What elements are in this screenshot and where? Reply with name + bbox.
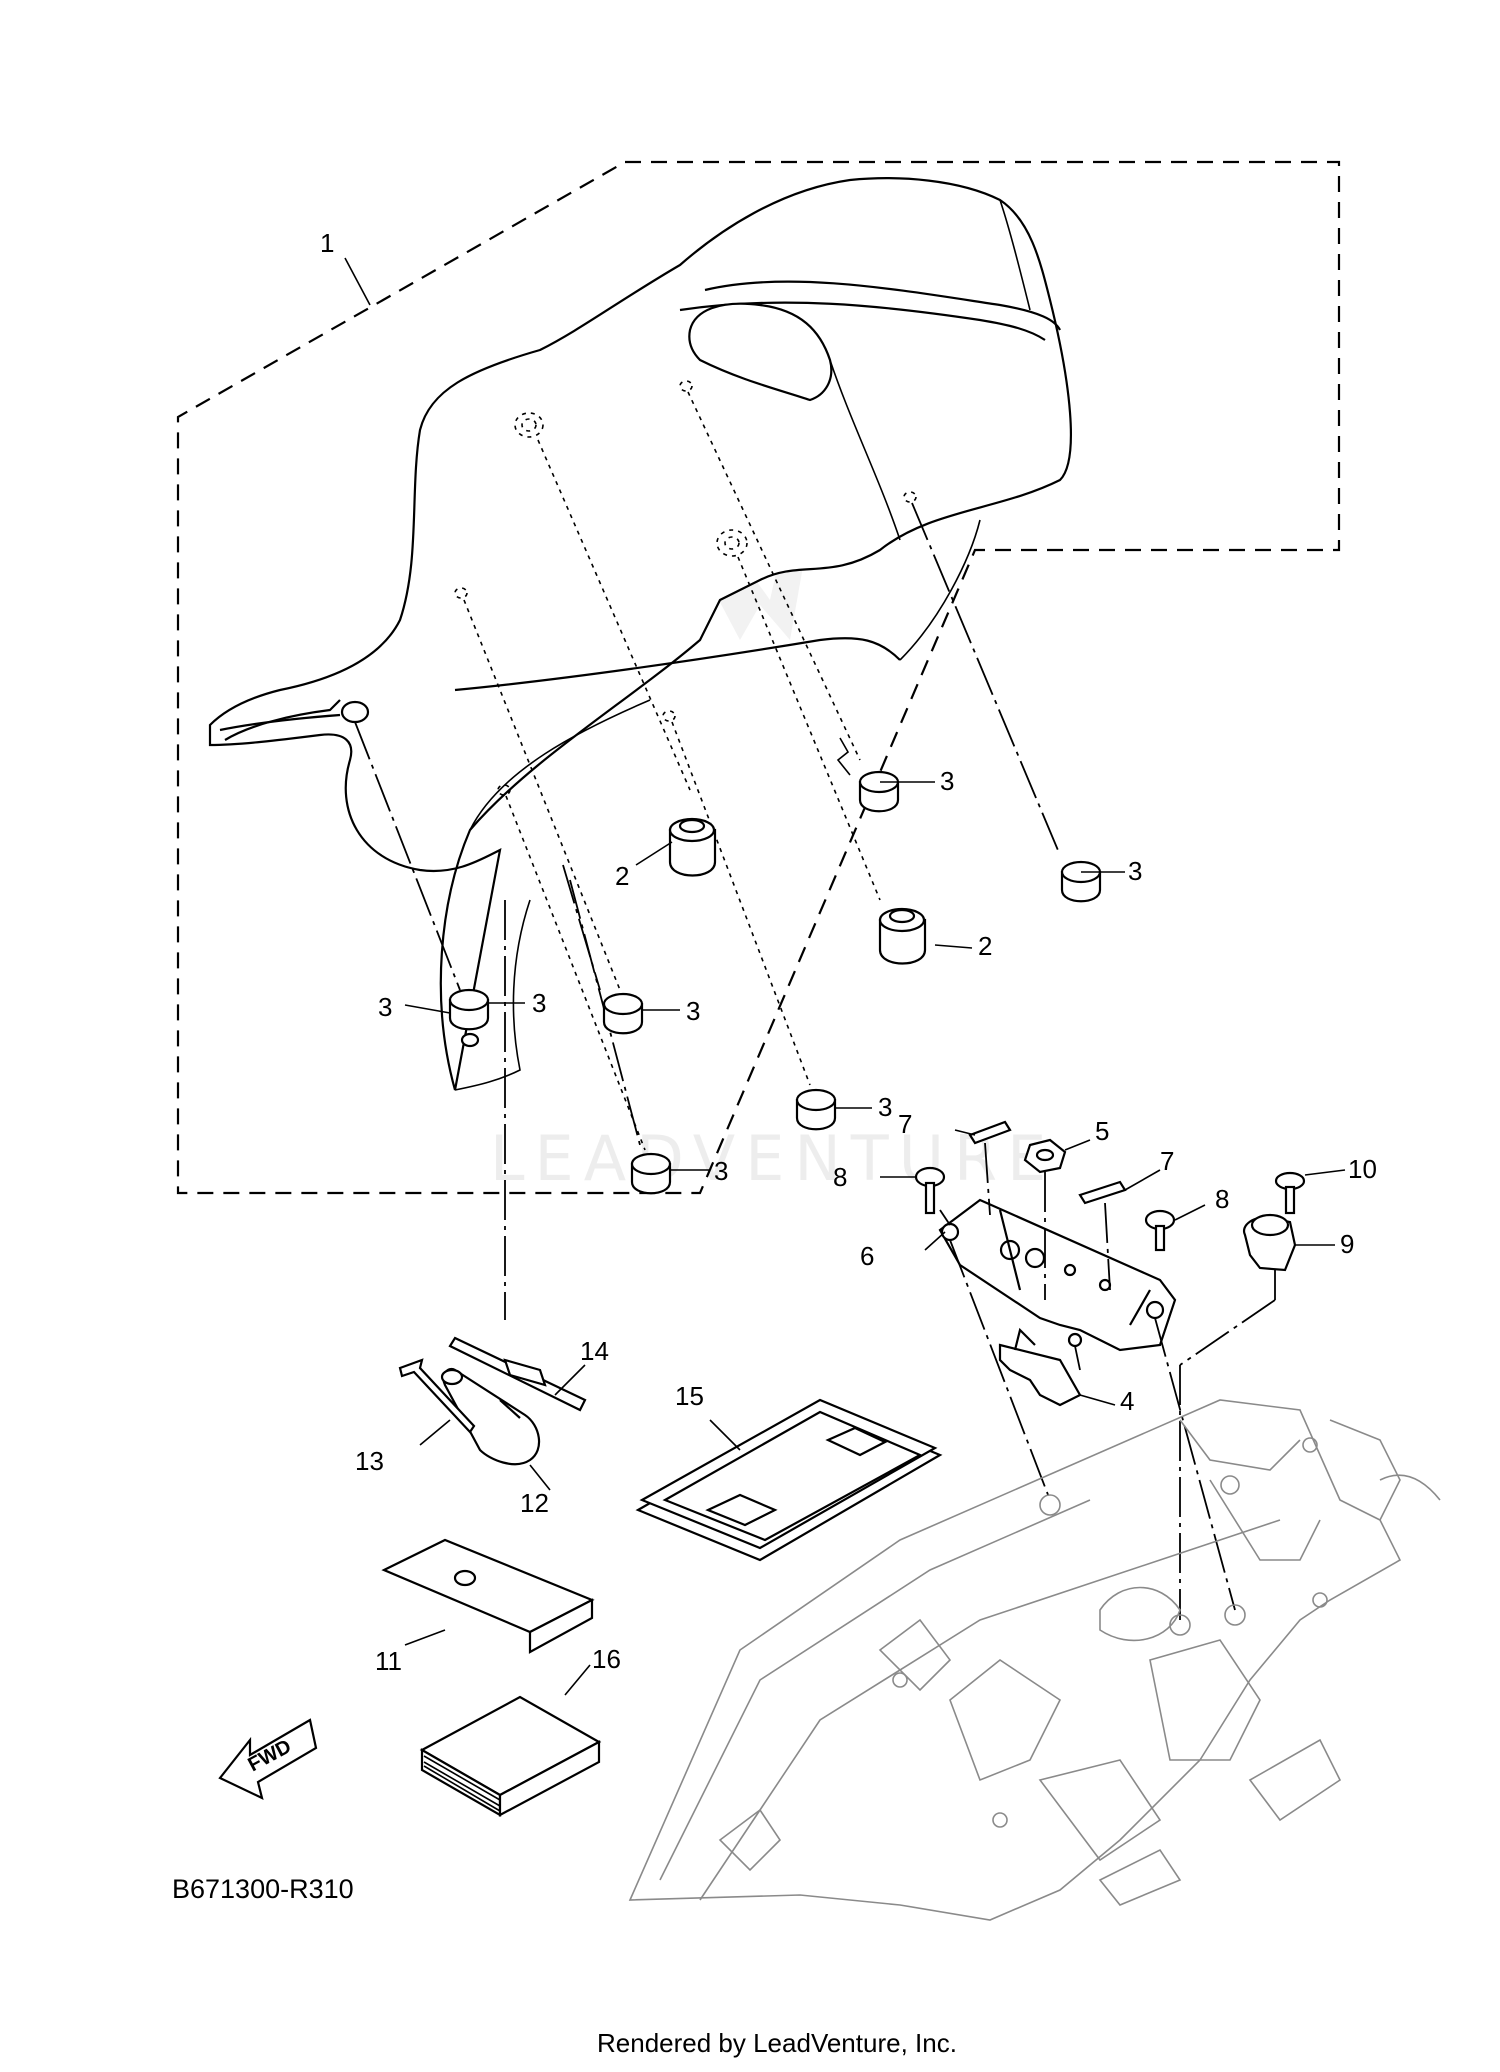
callout-tool-case: 11 bbox=[375, 1646, 402, 1676]
damper-2-lower bbox=[878, 907, 927, 965]
callout-damper-b: 2 bbox=[978, 931, 992, 961]
document-bag bbox=[635, 1398, 943, 1562]
nut bbox=[1023, 1138, 1067, 1300]
handle bbox=[440, 1367, 541, 1466]
seat bbox=[208, 177, 1072, 1091]
tool-set bbox=[398, 1336, 587, 1466]
callout-damper-e: 3 bbox=[378, 992, 392, 1022]
callout-wrench: 13 bbox=[355, 1446, 384, 1476]
motorcycle-frame bbox=[628, 1399, 1441, 1921]
callout-numbers: 1 2 2 3 3 3 3 3 3 3 4 5 6 7 7 8 8 9 10 1… bbox=[320, 228, 1377, 1676]
bracket bbox=[938, 1198, 1177, 1352]
callout-label-a: 7 bbox=[898, 1109, 912, 1139]
rendered-by-footer: Rendered by LeadVenture, Inc. bbox=[597, 2028, 957, 2058]
callout-damper-a: 2 bbox=[615, 861, 629, 891]
screwdriver bbox=[448, 1336, 587, 1412]
seat-leader-lines bbox=[354, 391, 1061, 1320]
callout-label-b: 7 bbox=[1160, 1146, 1174, 1176]
callout-bolt-b: 8 bbox=[1215, 1184, 1229, 1214]
callout-damper-c: 3 bbox=[940, 766, 954, 796]
diagram-code: B671300-R310 bbox=[172, 1874, 354, 1904]
callout-damper-h: 3 bbox=[878, 1092, 892, 1122]
label-upper bbox=[968, 1120, 1012, 1145]
bolt-holder bbox=[1274, 1171, 1306, 1215]
wrench bbox=[398, 1358, 476, 1434]
damper-3-middle bbox=[795, 1088, 837, 1131]
callout-seat-lock: 4 bbox=[1120, 1386, 1134, 1416]
callout-bracket: 6 bbox=[860, 1241, 874, 1271]
callout-handle: 12 bbox=[520, 1488, 549, 1518]
callout-damper-g: 3 bbox=[686, 996, 700, 1026]
owners-manual bbox=[419, 1695, 602, 1817]
fwd-direction-badge: FWD bbox=[218, 1718, 318, 1800]
callout-bolt-c: 10 bbox=[1348, 1154, 1377, 1184]
callout-manual: 16 bbox=[592, 1644, 621, 1674]
bolt-left bbox=[914, 1166, 951, 1226]
damper-3-far-right bbox=[1060, 860, 1102, 903]
frame-leader-lines bbox=[949, 1239, 1276, 1620]
damper-3-center bbox=[602, 992, 644, 1035]
callout-screwdriver: 14 bbox=[580, 1336, 609, 1366]
bolt-right bbox=[1144, 1209, 1176, 1252]
callout-bolt-a: 8 bbox=[833, 1162, 847, 1192]
damper-3-lower bbox=[630, 1152, 672, 1195]
damper-2-upper bbox=[668, 817, 717, 877]
label-lower bbox=[1078, 1180, 1127, 1205]
damper-3-left bbox=[448, 988, 490, 1031]
callout-holder: 9 bbox=[1340, 1229, 1354, 1259]
callout-seat: 1 bbox=[320, 228, 334, 258]
seat-hole-marks bbox=[454, 380, 917, 796]
callout-damper-d: 3 bbox=[1128, 856, 1142, 886]
watermark-text: LEADVENTURE bbox=[490, 1122, 1056, 1195]
callout-nut: 5 bbox=[1095, 1116, 1109, 1146]
callout-leaders bbox=[344, 257, 1346, 1696]
seat-lock bbox=[998, 1343, 1082, 1407]
tool-case bbox=[381, 1538, 595, 1654]
callout-document-bag: 15 bbox=[675, 1381, 704, 1411]
seat-lock-assembly bbox=[914, 1120, 1306, 1407]
holder bbox=[1242, 1213, 1297, 1300]
callout-damper-i: 3 bbox=[714, 1156, 728, 1186]
assembly-boundary bbox=[176, 160, 1341, 1195]
callout-damper-f: 3 bbox=[532, 988, 546, 1018]
damper-3-right-top bbox=[858, 770, 900, 813]
